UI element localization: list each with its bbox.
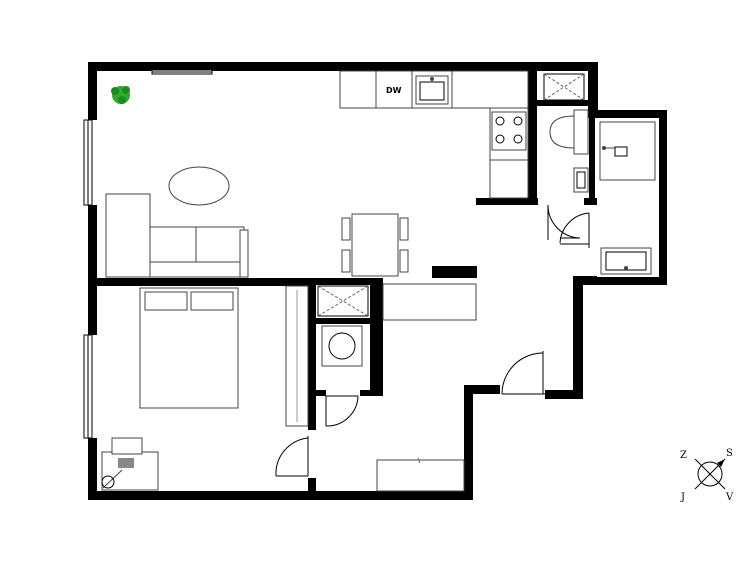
wardrobe [285, 285, 309, 427]
door-bath [559, 212, 590, 248]
kitchen-sink [415, 75, 449, 105]
desk [101, 437, 159, 491]
wc-washbasin [573, 167, 589, 193]
windows [83, 69, 213, 439]
sofa [105, 193, 249, 278]
washing-machine [321, 325, 363, 367]
compass-north-label: S [726, 448, 733, 459]
walls [88, 62, 667, 500]
hall-shelf-lower [376, 457, 465, 492]
door-bedroom [275, 436, 309, 477]
toilet [549, 109, 589, 155]
coffee-table [168, 166, 230, 206]
shaft-upper [543, 73, 585, 101]
dining-table [341, 213, 409, 277]
potted-plant [111, 86, 130, 104]
compass-east-label: V [725, 492, 734, 503]
compass: Z S J V [680, 448, 734, 503]
hall-shelf-upper [382, 283, 477, 321]
compass-south-label: J [680, 492, 685, 503]
door-entrance [501, 351, 545, 395]
shower [599, 121, 656, 181]
door-wc [547, 204, 581, 240]
compass-west-label: Z [680, 450, 687, 461]
bath-washbasin [600, 247, 652, 275]
dishwasher-label: DW [386, 86, 402, 95]
cooktop [491, 111, 527, 151]
door-laundry [325, 395, 359, 427]
shaft-lower [317, 285, 369, 317]
double-bed [139, 287, 239, 409]
